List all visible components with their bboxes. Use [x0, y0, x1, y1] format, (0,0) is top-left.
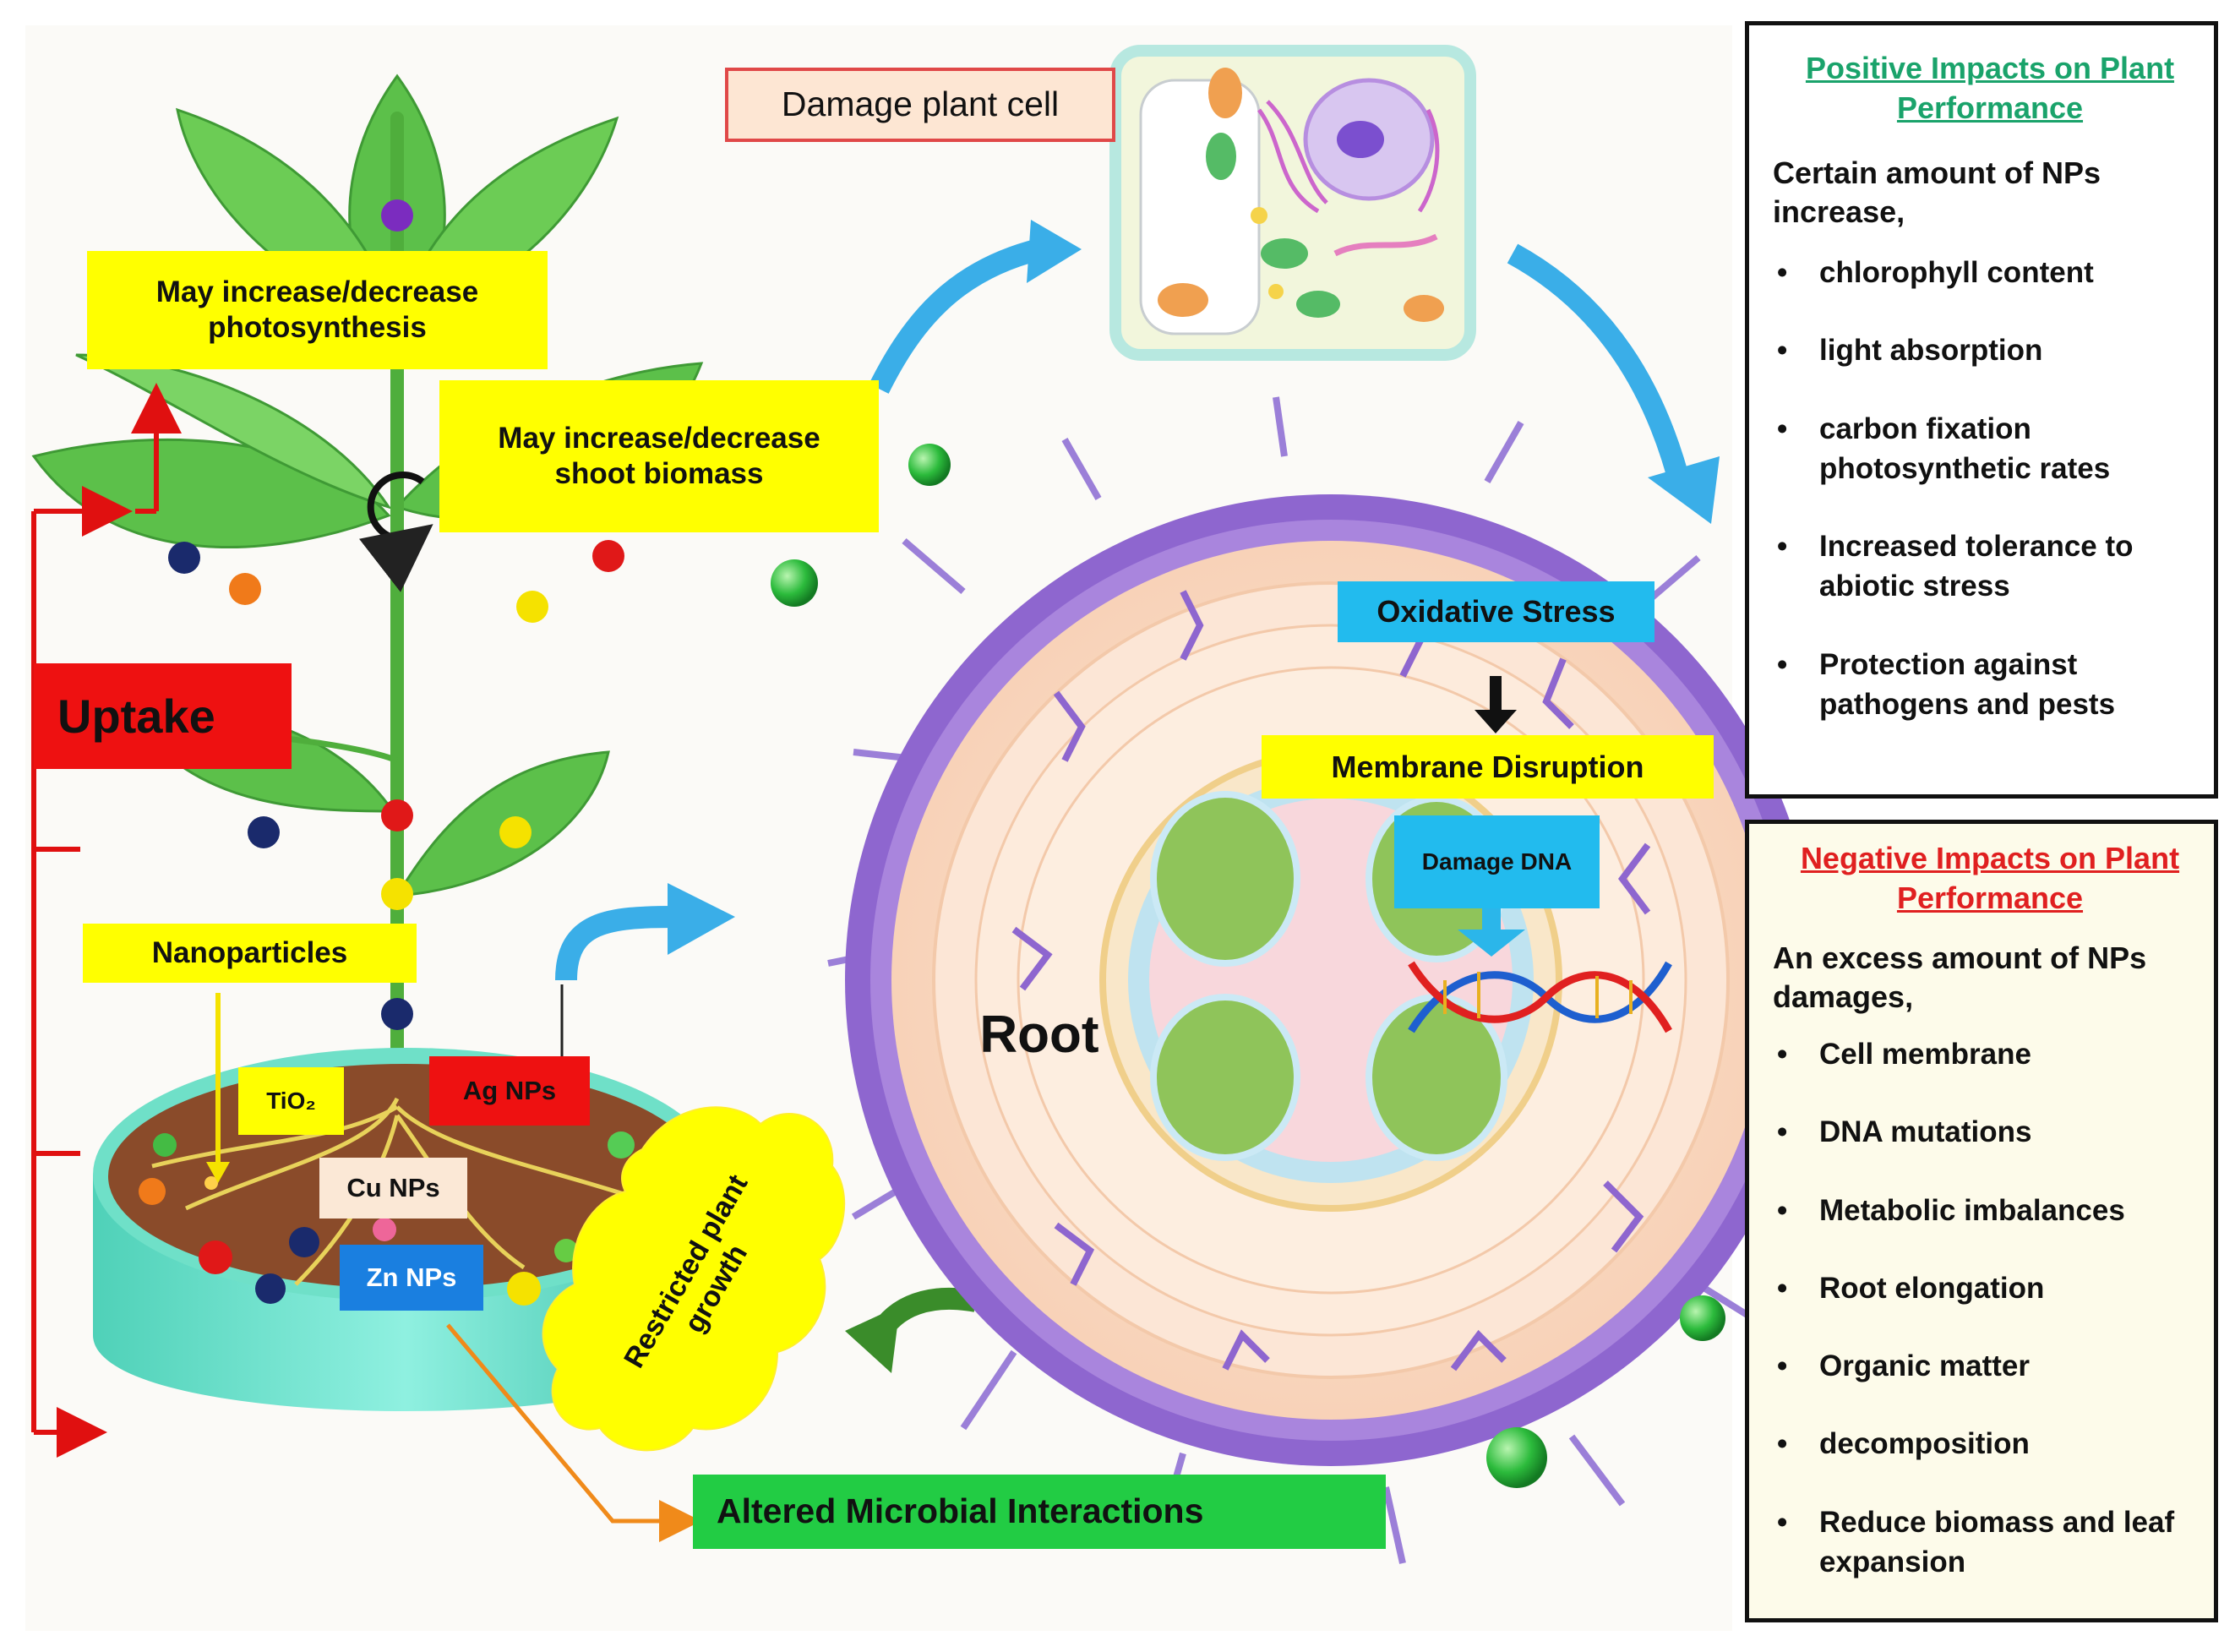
negative-impacts-panel: Negative Impacts on Plant Performance An… [1745, 820, 2218, 1622]
damage-dna-label: Damage DNA [1394, 815, 1600, 908]
list-item: light absorption [1773, 330, 2190, 371]
positive-impacts-panel: Positive Impacts on Plant Performance Ce… [1745, 21, 2218, 799]
cu-nps-label: Cu NPs [319, 1158, 467, 1219]
list-item: Root elongation [1773, 1268, 2190, 1309]
list-item: Cell membrane [1773, 1034, 2190, 1075]
ag-nps-label: Ag NPs [429, 1056, 590, 1126]
list-item: Metabolic imbalances [1773, 1191, 2190, 1231]
list-item: Increased tolerance to abiotic stress [1773, 526, 2190, 607]
altered-microbial-label: Altered Microbial Interactions [693, 1475, 1386, 1549]
negative-list: Cell membrane DNA mutations Metabolic im… [1773, 1034, 2190, 1582]
plant-cell-illustration [1109, 45, 1476, 361]
positive-list: chlorophyll content light absorption car… [1773, 253, 2190, 724]
list-item: Protection against pathogens and pests [1773, 645, 2190, 725]
nanoparticles-label: Nanoparticles [83, 924, 417, 983]
negative-panel-title: Negative Impacts on Plant Performance [1800, 841, 2180, 915]
root-label: Root [979, 1005, 1099, 1064]
photosynthesis-label: May increase/decrease photosynthesis [87, 251, 548, 369]
shoot-biomass-label: May increase/decrease shoot biomass [439, 380, 879, 532]
uptake-label: Uptake [34, 663, 292, 769]
negative-intro: An excess amount of NPs damages, [1773, 940, 2147, 1015]
list-item: carbon fixation photosynthetic rates [1773, 409, 2190, 489]
list-item: Organic matter [1773, 1346, 2190, 1387]
list-item: chlorophyll content [1773, 253, 2190, 293]
list-item: DNA mutations [1773, 1112, 2190, 1153]
np-bead [1680, 1295, 1725, 1341]
zn-nps-label: Zn NPs [340, 1245, 483, 1311]
tio2-label: TiO₂ [238, 1067, 344, 1135]
damage-plant-cell-label: Damage plant cell [725, 68, 1115, 142]
restricted-cloud [542, 1106, 846, 1452]
zn-arrow [446, 1323, 701, 1542]
membrane-disruption-label: Membrane Disruption [1262, 735, 1714, 799]
list-item: decomposition [1773, 1424, 2190, 1464]
np-bead [1486, 1427, 1547, 1488]
np-bead [908, 444, 951, 486]
oxidative-stress-label: Oxidative Stress [1338, 581, 1654, 642]
np-bead [771, 559, 818, 607]
positive-panel-title: Positive Impacts on Plant Performance [1805, 51, 2175, 125]
list-item: Reduce biomass and leaf expansion [1773, 1502, 2190, 1583]
positive-intro: Certain amount of NPs increase, [1773, 155, 2101, 230]
flow-arrows [555, 238, 1693, 981]
